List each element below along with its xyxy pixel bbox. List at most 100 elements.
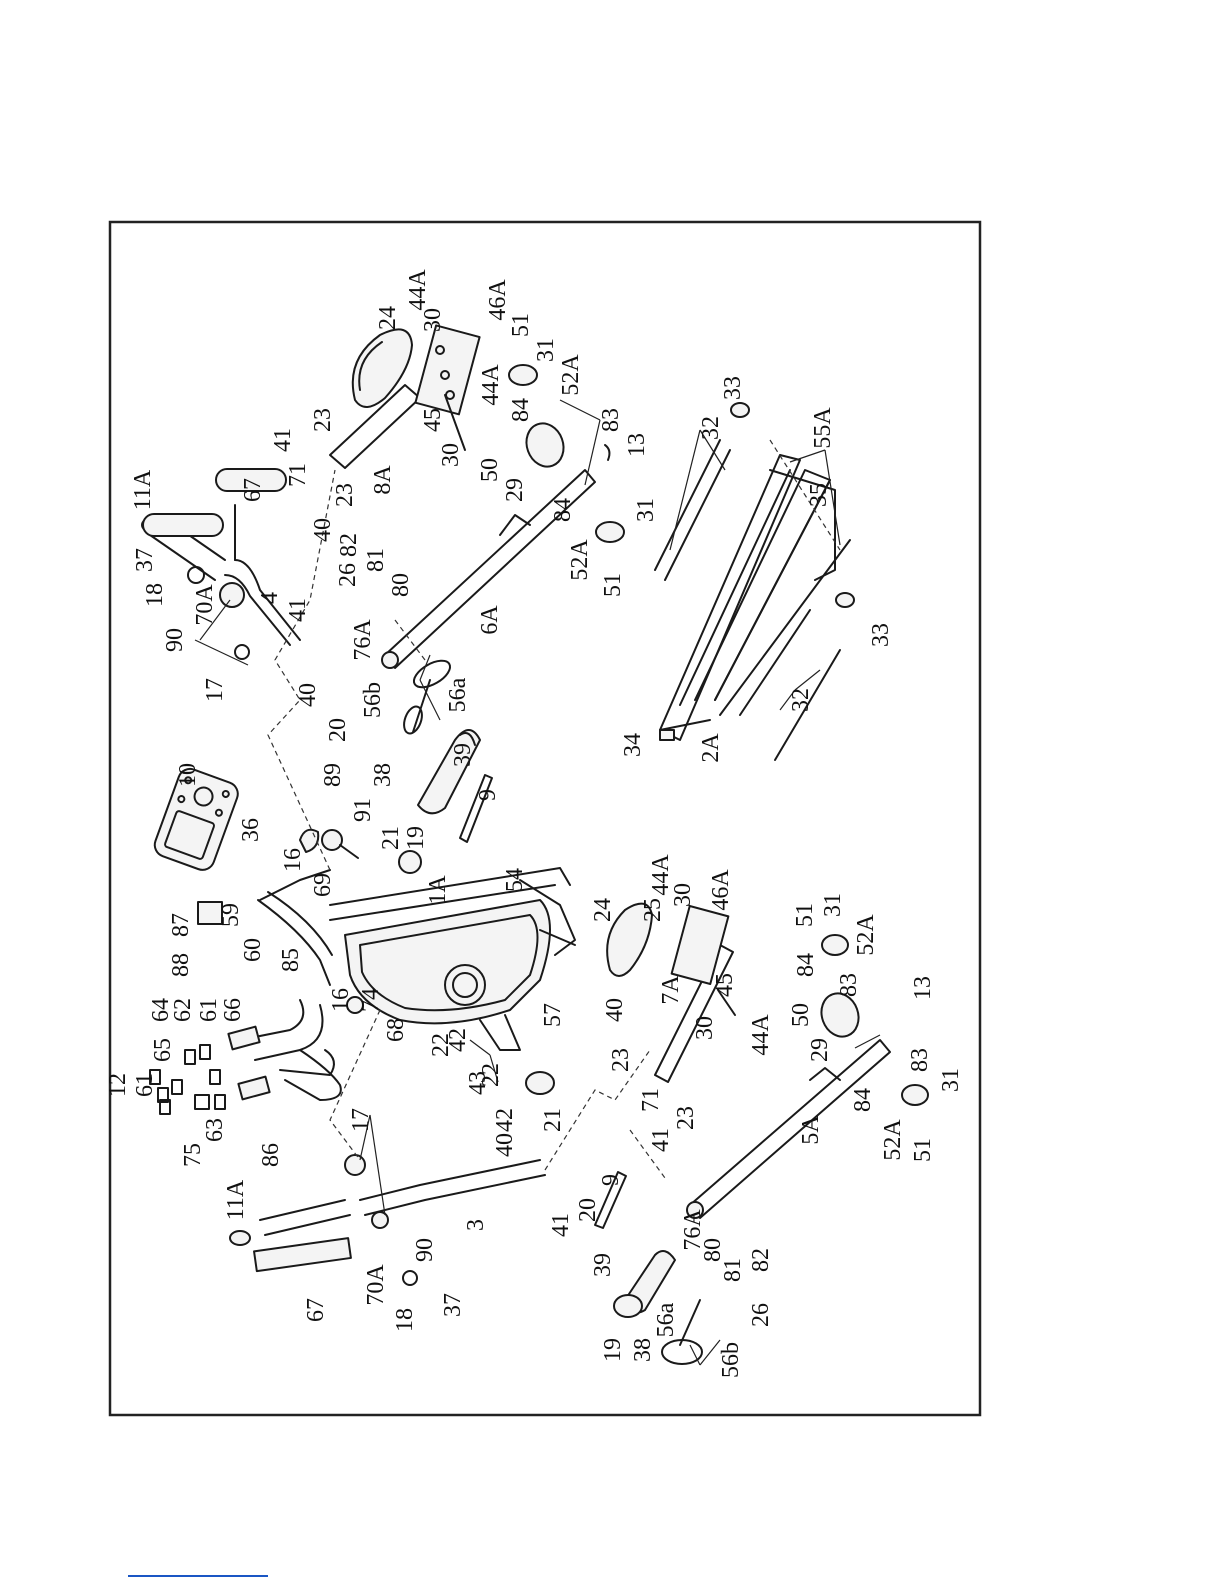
rail-arm-6A	[381, 364, 625, 669]
part-label-45a: 45	[420, 408, 446, 432]
part-label-25: 25	[640, 898, 666, 922]
crank-19-top	[403, 659, 481, 815]
part-label-67b: 67	[303, 1298, 329, 1322]
part-label-69: 69	[310, 873, 336, 897]
part-label-52A4: 52A	[880, 1119, 906, 1161]
part-label-46A2: 46A	[708, 869, 734, 911]
link-bar-9-top	[459, 774, 493, 843]
pulley-21-bottom	[525, 1071, 555, 1095]
part-label-39b: 39	[590, 1253, 616, 1277]
handlebar-85	[227, 999, 342, 1101]
part-label-12: 12	[105, 1073, 131, 1097]
part-label-87: 87	[168, 913, 194, 937]
part-label-9b: 9	[598, 1174, 624, 1186]
bracket-88	[197, 901, 223, 925]
part-label-39a: 39	[450, 743, 476, 767]
upper-arm-4	[141, 468, 301, 660]
part-label-6A: 6A	[477, 605, 503, 635]
part-label-23d: 23	[673, 1106, 699, 1130]
part-label-22a: 22	[428, 1033, 454, 1057]
part-label-68: 68	[383, 1018, 409, 1042]
part-label-50a: 50	[477, 458, 503, 482]
rail-arm-5A	[686, 934, 929, 1219]
part-label-22b: 22	[478, 1063, 504, 1087]
part-label-84c: 84	[793, 953, 819, 977]
part-label-44A4: 44A	[748, 1014, 774, 1056]
part-label-35: 35	[806, 483, 832, 507]
part-label-23c: 23	[608, 1048, 634, 1072]
part-label-66: 66	[220, 998, 246, 1022]
part-label-70A2: 70A	[363, 1264, 389, 1306]
part-label-51b: 51	[600, 573, 626, 597]
part-label-83c: 83	[907, 1048, 933, 1072]
part-label-90b: 90	[412, 1238, 438, 1262]
pedal-arm-8A	[329, 324, 481, 469]
part-label-64: 64	[148, 998, 174, 1022]
part-label-31d: 31	[938, 1068, 964, 1092]
part-label-80a: 80	[388, 573, 414, 597]
part-label-40c: 40	[492, 1133, 518, 1157]
part-label-30b: 30	[438, 443, 464, 467]
part-label-65: 65	[150, 1038, 176, 1062]
bushing-16-bottom	[346, 996, 364, 1014]
part-label-84b: 84	[550, 498, 576, 522]
part-label-52A2: 52A	[567, 539, 593, 581]
part-label-41b: 41	[270, 428, 296, 452]
part-label-13a: 13	[624, 433, 650, 457]
part-label-40d: 40	[602, 998, 628, 1022]
part-label-70A1: 70A	[192, 584, 218, 626]
part-label-1A: 1A	[425, 875, 451, 905]
part-label-44A1: 44A	[405, 269, 431, 311]
part-label-32a: 32	[698, 416, 724, 440]
part-label-41c: 41	[548, 1213, 574, 1237]
part-label-61b: 61	[196, 998, 222, 1022]
part-label-83b: 83	[836, 973, 862, 997]
part-label-9a: 9	[475, 789, 501, 801]
part-label-10: 10	[175, 763, 201, 787]
part-label-44A2: 44A	[478, 364, 504, 406]
part-label-51c: 51	[792, 903, 818, 927]
part-label-30a: 30	[420, 308, 446, 332]
part-label-71b: 71	[638, 1088, 664, 1112]
part-label-51a: 51	[508, 313, 534, 337]
part-label-76A1: 76A	[350, 619, 376, 661]
pedal-arm-7A	[606, 902, 736, 1083]
part-label-31b: 31	[633, 498, 659, 522]
part-label-85: 85	[278, 948, 304, 972]
part-label-56b1: 56b	[360, 682, 386, 718]
part-label-67a: 67	[240, 478, 266, 502]
part-label-90a: 90	[162, 628, 188, 652]
part-label-8A: 8A	[370, 465, 396, 495]
part-label-76A2: 76A	[680, 1209, 706, 1251]
part-label-31c: 31	[820, 893, 846, 917]
part-label-37b: 37	[440, 1293, 466, 1317]
part-label-23a: 23	[332, 483, 358, 507]
part-label-37a: 37	[132, 548, 158, 572]
handle-post-69	[259, 869, 331, 901]
part-label-75: 75	[180, 1143, 206, 1167]
base-2A	[654, 402, 855, 761]
part-label-63: 63	[202, 1118, 228, 1142]
part-label-11A2: 11A	[223, 1179, 249, 1220]
part-label-29b: 29	[807, 1038, 833, 1062]
part-label-26b: 26	[748, 1303, 774, 1327]
part-label-21a: 21	[378, 826, 404, 850]
part-label-34: 34	[620, 733, 646, 757]
pulley-21-top	[398, 850, 422, 874]
part-label-88: 88	[168, 953, 194, 977]
part-label-32b: 32	[788, 688, 814, 712]
part-label-11A1: 11A	[130, 469, 156, 510]
part-label-57: 57	[540, 1003, 566, 1027]
part-label-38a: 38	[370, 763, 396, 787]
part-label-16b: 16	[328, 988, 354, 1012]
part-label-56a1: 56a	[445, 677, 471, 712]
part-label-19b: 19	[600, 1338, 626, 1362]
part-label-40b: 40	[310, 518, 336, 542]
part-label-24a: 24	[375, 306, 401, 330]
part-label-41d: 41	[648, 1128, 674, 1152]
part-label-60: 60	[240, 938, 266, 962]
leader-lines	[194, 399, 881, 1366]
console-10	[153, 767, 239, 871]
